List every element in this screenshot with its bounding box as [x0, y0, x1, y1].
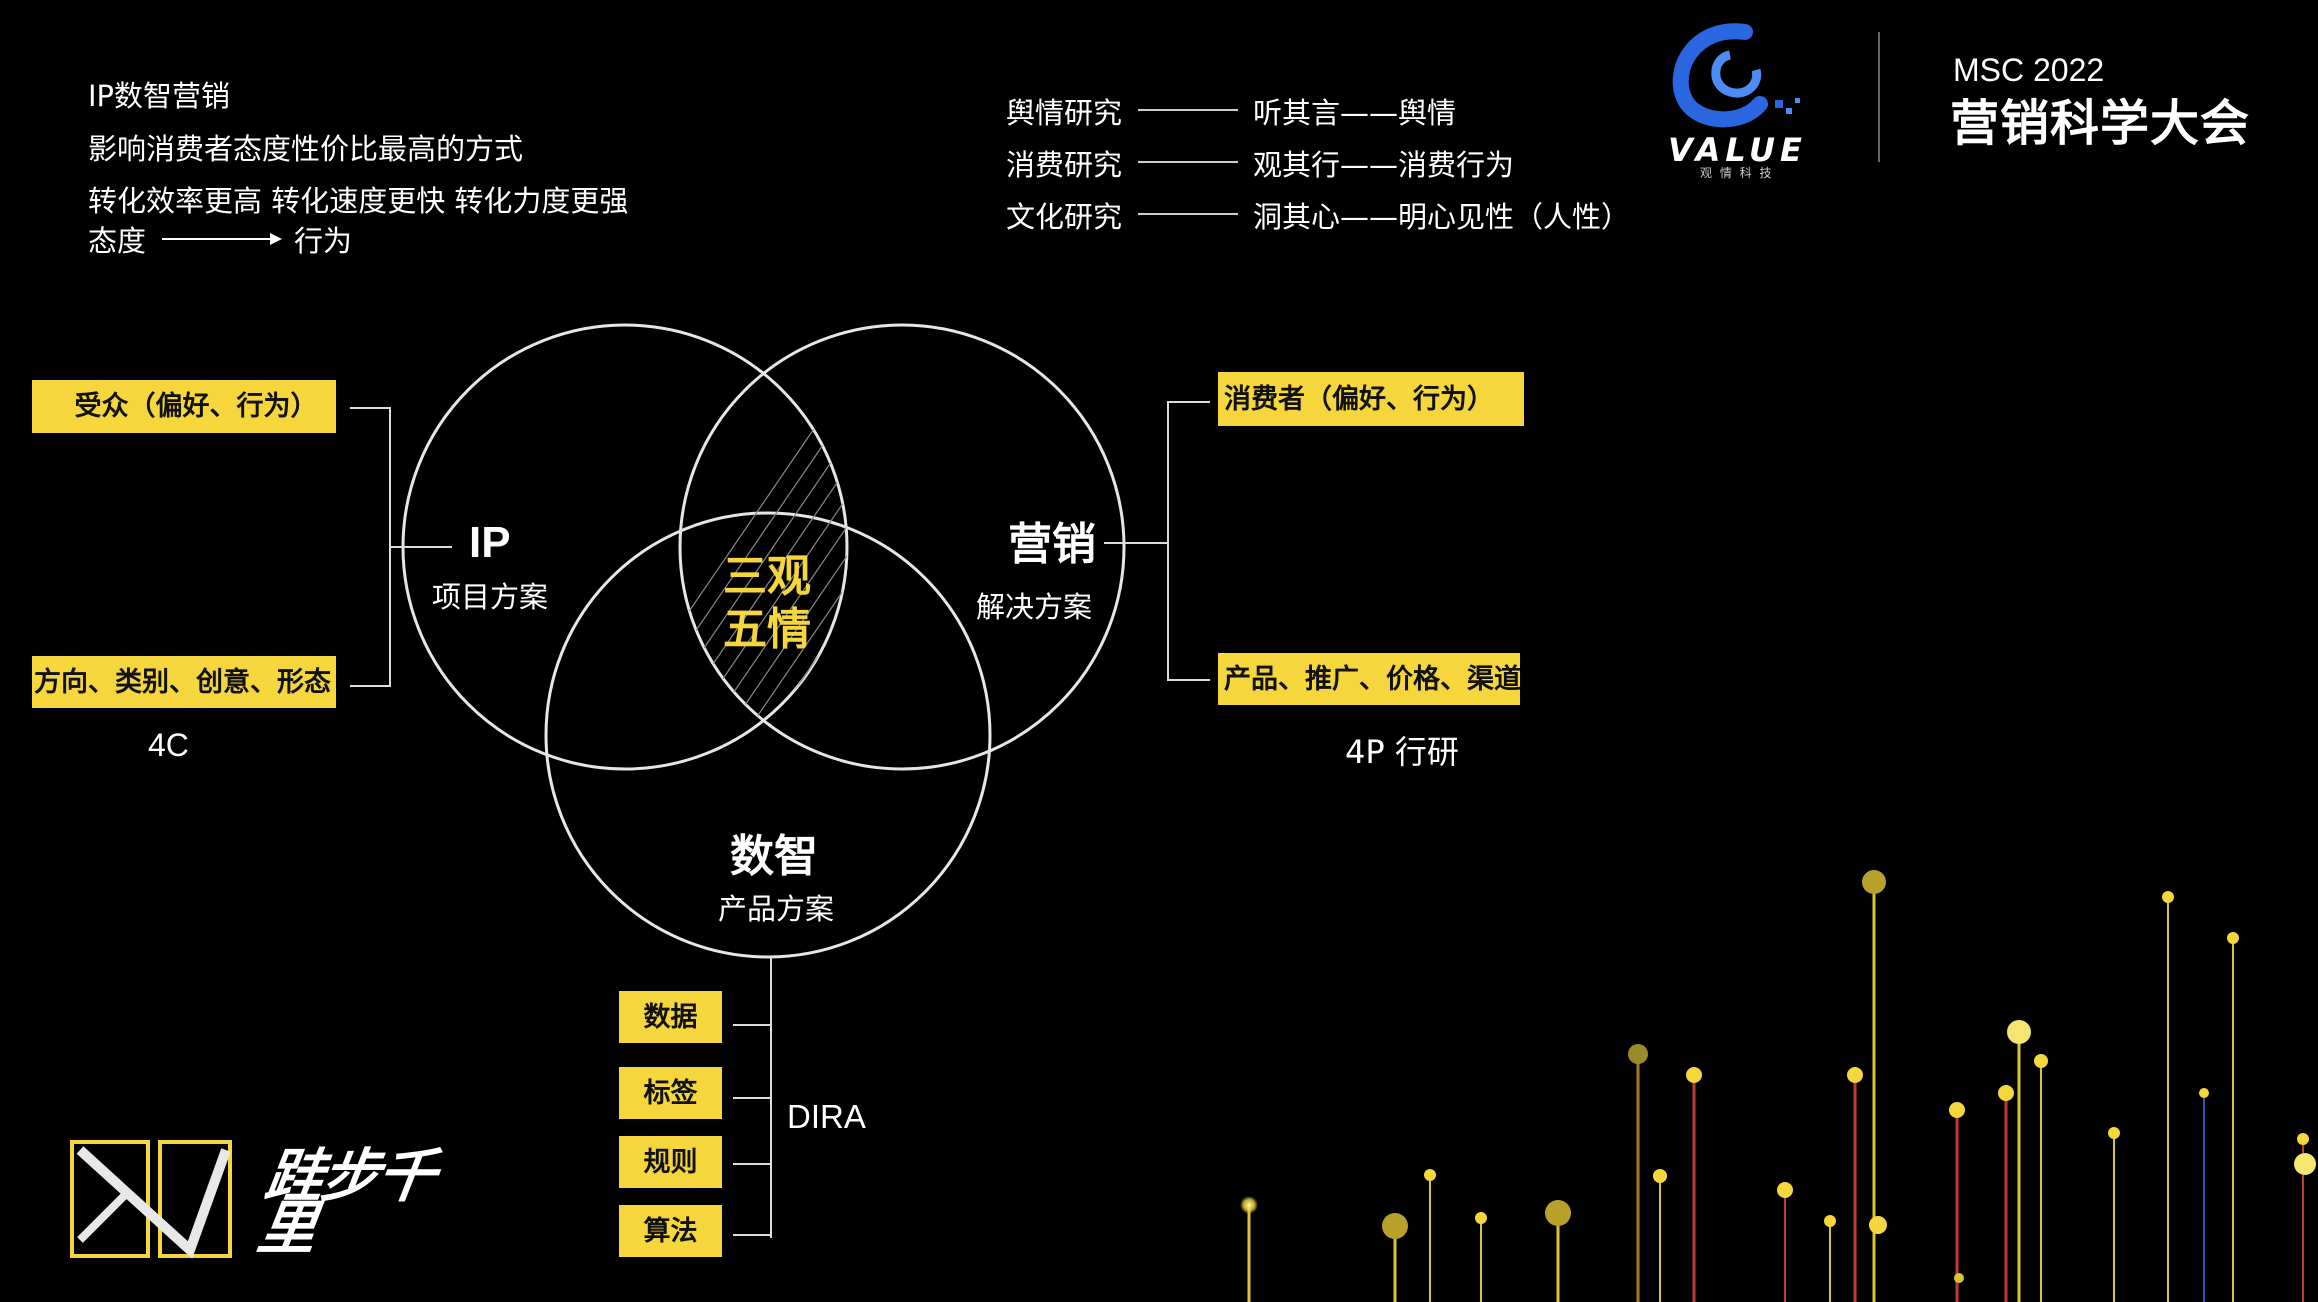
left-box-direction: 方向、类别、创意、形态 — [32, 656, 336, 708]
bottom-box-rules: 规则 — [619, 1136, 722, 1188]
venn-center-line2: 五情 — [723, 604, 811, 655]
research-name-0: 舆情研究 — [1006, 96, 1123, 130]
bottom-label-dira: DIRA — [787, 1098, 866, 1135]
venn-circle-marketing — [678, 323, 1126, 771]
left-label-4c: 4C — [148, 727, 189, 763]
intro-from: 态度 — [88, 224, 147, 258]
right-box-4p: 产品、推广、价格、渠道 — [1218, 653, 1521, 705]
bottom-box-algorithm: 算法 — [619, 1205, 722, 1257]
research-desc-0: 听其言——舆情 — [1253, 96, 1457, 130]
research-desc-1: 观其行——消费行为 — [1253, 148, 1515, 182]
left-bracket — [350, 407, 452, 687]
event-name: 营销科学大会 — [1950, 95, 2251, 152]
venn-ip-title: IP — [469, 518, 511, 567]
research-name-1: 消费研究 — [1006, 148, 1123, 182]
bottom-bracket — [733, 957, 772, 1238]
bottom-box-data: 数据 — [619, 991, 722, 1043]
value-logo-icon — [1672, 23, 1800, 128]
event-year: MSC 2022 — [1953, 52, 2105, 88]
value-logo-text: VALUE — [1668, 131, 1807, 169]
intro-line-3: 转化效率更高 转化速度更快 转化力度更强 — [88, 184, 629, 218]
venn-digital-subtitle: 产品方案 — [718, 892, 835, 926]
venn-circle-digital — [544, 511, 992, 959]
venn-digital-title: 数智 — [730, 831, 818, 882]
venn-ip-subtitle: 项目方案 — [432, 580, 549, 614]
intro-title: IP数智营销 — [88, 79, 231, 113]
right-label-4p: 4P 行研 — [1345, 733, 1459, 771]
footer-logo-text: 跬步千里 — [253, 1142, 439, 1262]
research-desc-2: 洞其心——明心见性（人性） — [1253, 200, 1631, 234]
venn-center-line1: 三观 — [723, 551, 811, 602]
research-name-2: 文化研究 — [1006, 200, 1123, 234]
bottom-box-tags: 标签 — [619, 1067, 722, 1119]
decor-lights — [1240, 870, 2316, 1302]
venn-marketing-title: 营销 — [1008, 519, 1096, 570]
intro-to: 行为 — [294, 224, 353, 258]
intro-arrow — [162, 233, 282, 245]
right-bracket — [1104, 401, 1210, 681]
left-box-audience: 受众（偏好、行为） — [32, 380, 336, 433]
venn-marketing-subtitle: 解决方案 — [976, 590, 1093, 624]
value-logo-subtext: 观 情 科 技 — [1700, 166, 1774, 180]
intro-line-2: 影响消费者态度性价比最高的方式 — [88, 132, 524, 166]
right-box-consumer: 消费者（偏好、行为） — [1218, 372, 1524, 426]
footer-logo-icon — [70, 1140, 232, 1259]
research-connectors — [1138, 109, 1238, 215]
